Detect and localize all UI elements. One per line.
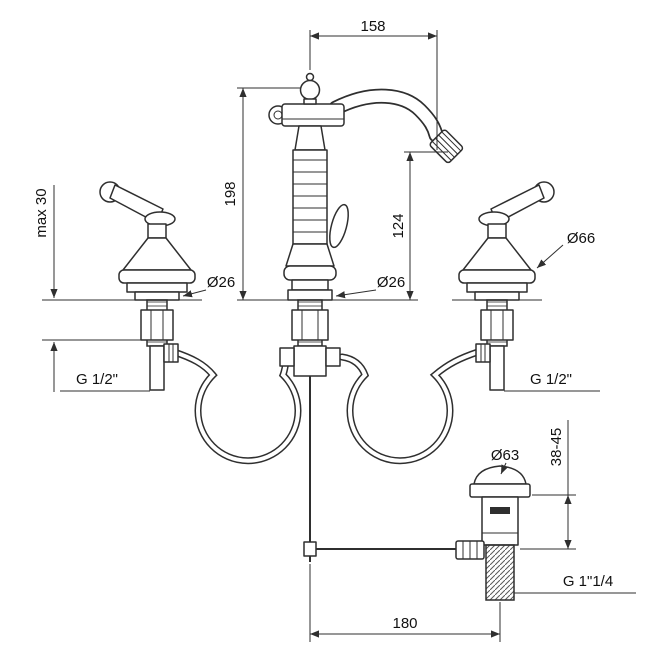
left-lock-nut — [140, 309, 174, 341]
dim-max-deck: max 30 — [33, 188, 50, 237]
right-handle-valve — [452, 181, 555, 391]
dim-inlet-left: G 1/2" — [76, 371, 118, 388]
right-inlet-tail — [489, 345, 505, 391]
dim-waste-offset: 180 — [392, 615, 417, 632]
dim-spout-reach: 158 — [360, 18, 385, 35]
waste-body — [481, 496, 519, 546]
tee-nut-right — [325, 347, 341, 367]
column-base — [285, 243, 335, 267]
ribbed-column — [292, 149, 328, 245]
waste-dome-cap — [473, 465, 527, 485]
dim-spout-height: 198 — [222, 181, 239, 206]
left-escutcheon — [134, 291, 180, 301]
dim-outlet-height: 124 — [390, 213, 407, 238]
supply-hose-right — [338, 348, 482, 465]
waste-assembly — [455, 465, 531, 601]
waste-flange — [469, 483, 531, 498]
dim-waste-thread: G 1"1/4 — [563, 573, 613, 590]
dimensions: 158 198 124 max 30 Ø66 Ø26 Ø26 G 1/2" G … — [33, 18, 636, 642]
center-escutcheon — [287, 289, 333, 301]
pop-up-linkage — [303, 376, 460, 562]
right-escutcheon — [474, 291, 520, 301]
left-inlet-tail — [149, 345, 165, 391]
right-handle-skirt — [462, 237, 532, 271]
finial-tip — [305, 72, 315, 82]
dim-handle-diameter: Ø66 — [567, 230, 595, 247]
finial-ball — [299, 79, 321, 101]
center-lock-nut — [291, 309, 329, 341]
left-hose-nut — [163, 343, 179, 363]
hose-tee-body — [293, 345, 327, 377]
tee-nut-left — [279, 347, 295, 367]
spout-crown — [281, 103, 345, 127]
waste-threaded-tail — [485, 544, 515, 601]
dim-hole-left: Ø26 — [207, 274, 235, 291]
rod-clevis — [303, 541, 317, 557]
overflow-slot — [490, 507, 510, 514]
pop-up-knob — [329, 203, 349, 249]
left-handle-skirt — [122, 237, 192, 271]
dim-inlet-right: G 1/2" — [530, 371, 572, 388]
dim-waste-range: 38-45 — [548, 428, 565, 466]
right-hose-nut — [475, 343, 491, 363]
central-spout — [268, 72, 464, 377]
dim-hole-center: Ø26 — [377, 274, 405, 291]
dim-waste-diameter: Ø63 — [491, 447, 519, 464]
supply-hose-left — [170, 348, 302, 465]
left-handle-valve — [99, 181, 202, 391]
right-lock-nut — [480, 309, 514, 341]
